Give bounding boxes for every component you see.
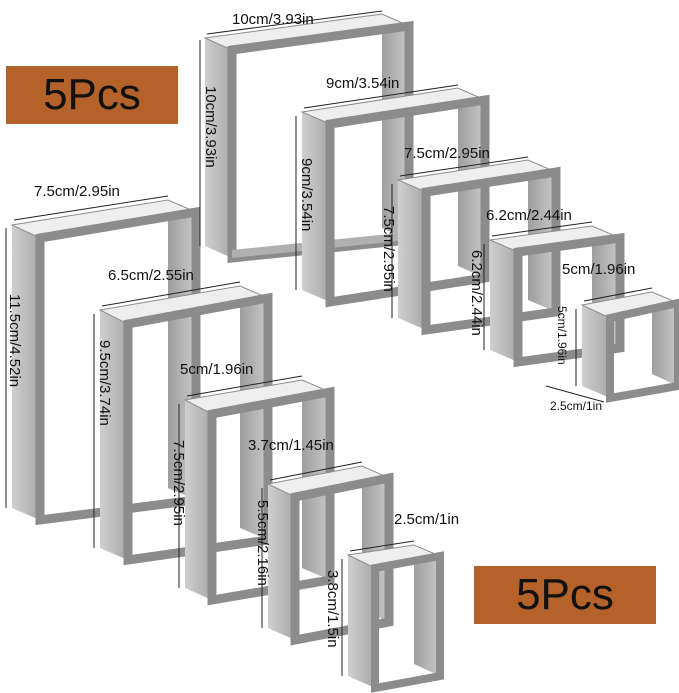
dimension-label: 9cm/3.54in [298,158,315,232]
dimension-label: 6.2cm/2.44in [486,207,572,224]
dimension-label: 2.5cm/1in [394,511,460,528]
dimension-label: 7.5cm/2.95in [170,440,187,526]
quantity-badge: 5Pcs [474,566,656,624]
dimension-label: 7.5cm/2.95in [380,206,397,292]
dimension-label: 5cm/1.96in [180,361,254,378]
dimension-label: 9cm/3.54in [326,75,400,92]
rectangle-cutter-3 [183,379,335,606]
dimension-label: 9.5cm/3.74in [96,340,113,426]
dimension-label: 6.2cm/2.44in [468,250,485,336]
dimension-label: 3.7cm/1.45in [248,437,334,454]
dimension-label: 10cm/3.93in [202,86,219,168]
dimension-lines [5,10,653,676]
dimension-label: 2.5cm/1in [550,399,603,413]
dimension-label: 11.5cm/4.52in [6,294,23,388]
dimension-label: 5cm/1.96in [562,261,636,278]
square-cutter-5 [580,291,679,403]
square-cutter-2 [300,87,490,308]
dimension-label: 5.5cm/2.16in [254,500,271,586]
dimension-label: 7.5cm/2.95in [404,145,490,162]
dimension-label: 5cm/1.96in [555,306,569,365]
rectangle-cutter-1 [10,199,201,526]
dimension-label: 6.5cm/2.55in [108,267,194,284]
rectangle-cutter-5 [346,544,444,693]
dimension-label: 7.5cm/2.95in [34,183,120,200]
quantity-badge: 5Pcs [6,66,178,124]
dimension-label: 3.8cm/1.5in [324,570,341,648]
dimension-label: 10cm/3.93in [232,11,314,28]
